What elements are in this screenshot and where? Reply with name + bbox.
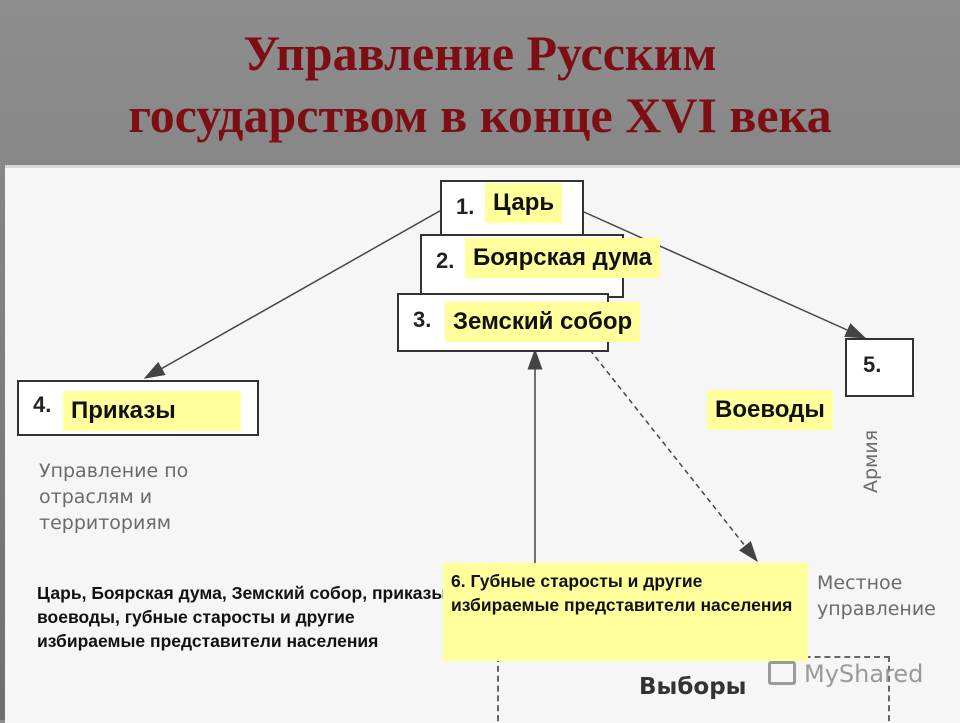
box-voevody: 5. bbox=[845, 338, 914, 397]
watermark-text: MyShared bbox=[804, 660, 924, 688]
box-boyar-duma-number: 2. bbox=[436, 248, 455, 273]
label-boyar-duma: Боярская дума bbox=[465, 238, 660, 278]
page-title: Управление Русским государством в конце … bbox=[0, 22, 960, 146]
monitor-icon bbox=[768, 661, 796, 685]
box-voevody-number: 5. bbox=[863, 352, 882, 377]
label-prikazy: Приказы bbox=[63, 391, 241, 431]
label-zemsky-sobor: Земский собор bbox=[445, 302, 641, 342]
arrow-to-prikazy bbox=[143, 207, 446, 379]
title-line-2: государством в конце XVI века bbox=[128, 87, 832, 143]
branch-caption: Управление по отраслям и территориям bbox=[39, 460, 189, 534]
box-local-elders: 6. Губные старосты и другие избираемые п… bbox=[443, 563, 808, 661]
title-line-1: Управление Русским bbox=[243, 25, 717, 81]
box-prikazy-number: 4. bbox=[33, 392, 52, 417]
diagram-sheet: 1. 2. 3. 4. 5. Царь Боярская дума Земски… bbox=[5, 165, 960, 723]
local-caption: Местное управление bbox=[817, 572, 936, 620]
label-tsar: Царь bbox=[485, 183, 563, 223]
elections-label: Выборы bbox=[639, 674, 747, 700]
box-tsar-number: 1. bbox=[456, 194, 475, 219]
summary-text: Царь, Боярская дума, Земский собор, прик… bbox=[37, 583, 452, 651]
watermark: MyShared bbox=[768, 660, 923, 688]
army-caption: Армия bbox=[860, 429, 882, 493]
arrow-to-voevody bbox=[574, 207, 867, 339]
arrow-sobor-to-local bbox=[589, 349, 758, 563]
box-zemsky-sobor-number: 3. bbox=[413, 307, 432, 332]
diagram-connectors bbox=[143, 207, 867, 563]
label-voevody: Воеводы bbox=[707, 390, 833, 430]
